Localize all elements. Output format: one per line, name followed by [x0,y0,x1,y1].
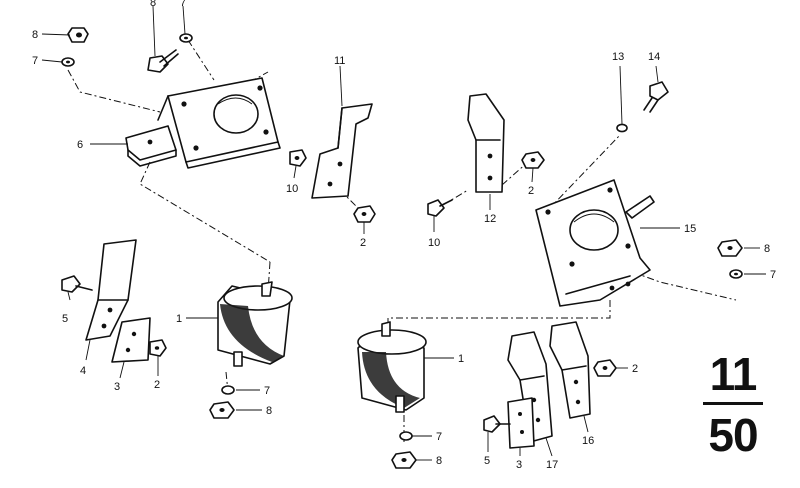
callout-6: 6 [77,139,83,151]
bracket-16 [549,321,591,419]
plate-3-left [111,317,151,363]
callout-7: 7 [770,269,776,281]
washer-7-bottom [399,431,413,441]
bolt-5-left [61,275,93,293]
callout-12: 12 [484,213,496,225]
bracket-4 [85,239,137,341]
callout-8: 8 [764,243,770,255]
callout-3: 3 [516,459,522,471]
callout-1: 1 [458,353,464,365]
callout-11: 11 [334,55,345,67]
bracket-11 [311,103,373,199]
callout-8: 8 [436,455,442,467]
leader-lines [41,5,766,461]
bracket-12 [467,93,505,193]
callout-13: 13 [612,51,624,63]
bolt-5-right [483,415,511,433]
bolt-10 [427,199,453,217]
group-number-divider [703,402,763,405]
callout-10: 10 [286,183,298,195]
bracket-17 [507,331,553,443]
callout-7: 7 [32,55,38,67]
group-number-top: 11 [709,348,758,400]
callout-17: 17 [546,459,558,471]
mount-1-left [217,281,293,367]
nut-10-left [289,149,307,167]
callout-8: 8 [32,29,38,41]
callout-15: 15 [684,223,696,235]
callout-4: 4 [80,365,86,377]
callout-2: 2 [632,363,638,375]
callout-14: 14 [648,51,660,63]
washer-13 [616,123,628,133]
callout-7: 7 [180,0,186,9]
callout-7: 7 [264,385,270,397]
callout-5: 5 [484,455,490,467]
nut-8-right [717,239,743,257]
nut-2-right-top [521,151,545,169]
nut-2-middle [353,205,376,223]
callout-16: 16 [582,435,594,447]
washer-7-right [729,269,743,279]
callout-7: 7 [436,431,442,443]
callout-2: 2 [528,185,534,197]
bracket-6 [125,77,281,169]
nut-2-left [149,339,167,357]
nut-8-left [209,401,235,419]
group-number: 11 50 [703,350,763,462]
callout-2: 2 [154,379,160,391]
nut-8-top-left [67,27,89,43]
callout-10: 10 [428,237,440,249]
washer-7-top-left [61,57,75,67]
callout-1: 1 [176,313,182,325]
washer-top [179,33,193,43]
callouts: 8 7 8 7 6 11 10 2 12 2 10 13 14 15 8 7 5… [32,0,776,471]
callout-5: 5 [62,313,68,325]
callout-3: 3 [114,381,120,393]
bolt-14 [643,81,669,113]
nut-2-right [593,359,617,377]
callout-2: 2 [360,237,366,249]
group-number-bottom: 50 [708,409,758,461]
callout-8: 8 [266,405,272,417]
washer-7-left [221,385,235,395]
nut-8-bottom [391,451,417,469]
plate-3-right [507,397,535,449]
mount-1-right [357,321,427,413]
bolt-top [147,49,179,73]
callout-8: 8 [150,0,156,9]
plate-15 [535,179,655,307]
